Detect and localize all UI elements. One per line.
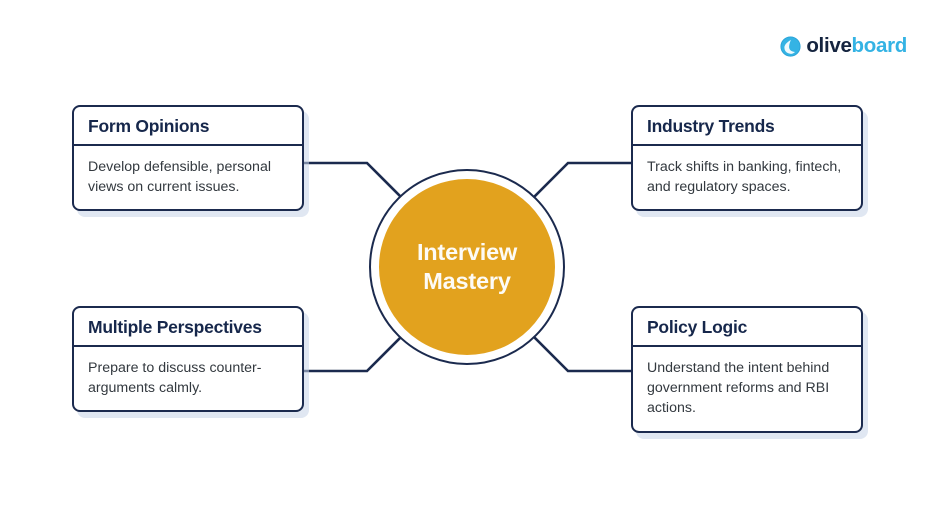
card-title: Industry Trends bbox=[633, 107, 861, 147]
card-body: Track shifts in banking, fintech, and re… bbox=[647, 159, 842, 196]
card-multiple-perspectives[interactable]: Multiple Perspectives Prepare to discuss… bbox=[72, 306, 304, 413]
connector-bottom-left bbox=[302, 327, 411, 373]
connector-top-right bbox=[524, 161, 633, 207]
connector-top-left bbox=[302, 161, 411, 207]
card-body: Understand the intent behind government … bbox=[647, 360, 830, 417]
logo-text-olive: olive bbox=[806, 34, 852, 58]
card-title: Policy Logic bbox=[633, 308, 861, 348]
card-title: Form Opinions bbox=[74, 107, 302, 147]
card-body: Prepare to discuss counter-arguments cal… bbox=[88, 360, 262, 397]
center-label: Interview Mastery bbox=[416, 239, 518, 294]
connector-bottom-right bbox=[524, 327, 633, 373]
oliveboard-logo: oliveboard bbox=[780, 36, 907, 57]
center-node-interview-mastery: Interview Mastery bbox=[369, 169, 565, 365]
card-form-opinions[interactable]: Form Opinions Develop defensible, person… bbox=[72, 105, 304, 212]
logo-text-board: board bbox=[851, 34, 908, 58]
oliveboard-droplet-icon bbox=[780, 36, 801, 57]
oliveboard-wordmark: oliveboard bbox=[806, 36, 907, 57]
card-body: Develop defensible, personal views on cu… bbox=[88, 159, 271, 196]
card-policy-logic[interactable]: Policy Logic Understand the intent behin… bbox=[631, 306, 863, 433]
center-disc: Interview Mastery bbox=[379, 179, 555, 355]
card-industry-trends[interactable]: Industry Trends Track shifts in banking,… bbox=[631, 105, 863, 212]
card-title: Multiple Perspectives bbox=[74, 308, 302, 348]
